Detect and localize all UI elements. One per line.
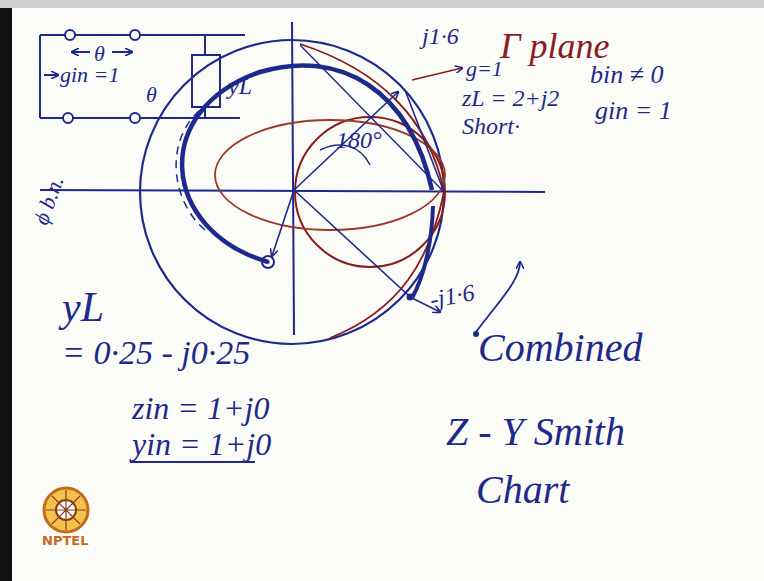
input-impedance: zin = 1+j0 <box>132 392 269 424</box>
gin-label: gin =1 <box>60 64 119 86</box>
note-text: Combined <box>478 328 642 368</box>
load-admittance-value: = 0·25 - j0·25 <box>62 336 250 370</box>
plane-title: Γ plane <box>500 28 609 64</box>
conductance-label: g=1 <box>466 58 503 80</box>
theta-label: θ <box>146 84 157 106</box>
input-admittance: yin = 1+j0 <box>132 428 271 460</box>
note-text: Z - Y Smith <box>446 412 625 452</box>
load-admittance: yL <box>62 286 104 328</box>
reactance-label: -j1·6 <box>428 280 476 311</box>
top-edge-bar <box>0 0 764 8</box>
circuit-sketch <box>40 30 245 123</box>
impedance-label: zL = 2+j2 <box>462 86 559 110</box>
conductance-note: gin = 1 <box>595 98 672 124</box>
angle-label: 180° <box>336 128 382 152</box>
logo-text: NPTEL <box>42 534 88 547</box>
point-label: Short· <box>462 114 520 138</box>
reactance-label: j1·6 <box>422 24 459 48</box>
left-edge-bar <box>0 0 12 581</box>
load-label: yL <box>228 74 252 98</box>
susceptance-note: bin ≠ 0 <box>590 62 664 88</box>
nptel-logo <box>44 488 88 532</box>
note-text: Chart <box>476 470 569 510</box>
axis-note: ϕ b.n. <box>30 173 68 227</box>
theta-label: θ <box>94 43 105 65</box>
